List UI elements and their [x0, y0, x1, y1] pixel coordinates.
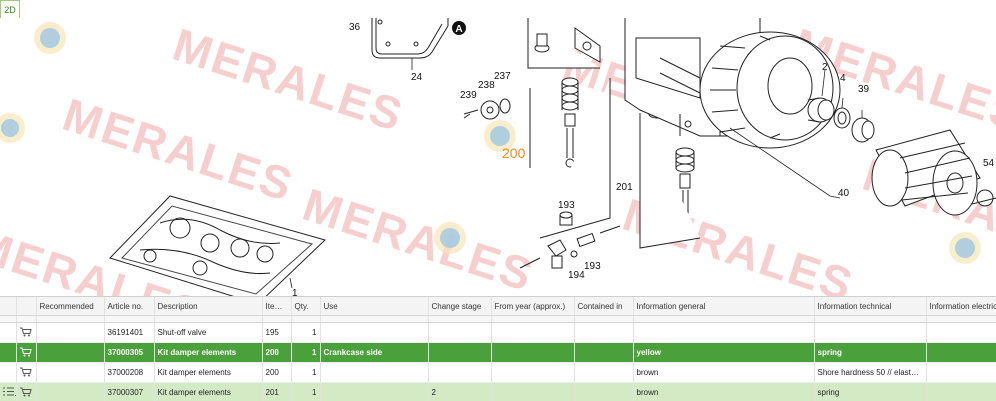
cell-use — [320, 323, 428, 343]
list-icon[interactable] — [3, 389, 14, 398]
col-header-from-year[interactable]: From year (approx.) — [491, 297, 574, 316]
col-header-qty[interactable]: Qty. — [291, 297, 320, 316]
cell-article: 37000208 — [104, 363, 154, 383]
cell-item: 195 — [262, 323, 291, 343]
filter-row — [0, 316, 996, 323]
col-header-description[interactable]: Description — [154, 297, 262, 316]
callout-200[interactable]: 200 — [502, 145, 526, 161]
exploded-drawing[interactable]: MERALES MERALES MERALES MERALES MERALES … — [0, 18, 996, 296]
callout-24: 24 — [411, 72, 423, 83]
cell-item: 201 — [262, 383, 291, 401]
sort-asc-icon: ▲ — [283, 304, 290, 311]
cart-icon[interactable] — [20, 327, 32, 336]
cell-description: Shut-off valve — [154, 323, 262, 343]
watermark-text: MERALES — [57, 88, 300, 211]
drawing-canvas: MERALES MERALES MERALES MERALES MERALES … — [0, 18, 996, 296]
col-header-info-general[interactable]: Information general — [633, 297, 814, 316]
col-header-cart — [16, 297, 36, 316]
cell-description: Kit damper elements — [154, 363, 262, 383]
col-header-icons — [0, 297, 16, 316]
cell-qty: 1 — [291, 323, 320, 343]
col-header-recommended[interactable]: Recommended — [36, 297, 104, 316]
callout-39: 39 — [858, 84, 870, 95]
cell-info-general: brown — [633, 363, 814, 383]
table-row-selected[interactable]: 37000305 Kit damper elements 200 1 Crank… — [0, 343, 996, 363]
callout-237: 237 — [494, 71, 511, 82]
cart-icon[interactable] — [20, 347, 32, 356]
cell-item: 200 — [262, 363, 291, 383]
cell-qty: 1 — [291, 383, 320, 401]
col-header-contained-in[interactable]: Contained in — [574, 297, 633, 316]
globe-icon — [0, 113, 25, 143]
globe-icon — [434, 222, 466, 254]
cell-info-general: brown — [633, 383, 814, 401]
globe-icon — [949, 232, 981, 264]
table-row-highlight[interactable]: 37000307 Kit damper elements 201 1 2 bro… — [0, 383, 996, 401]
cell-use — [320, 383, 428, 401]
cell-qty: 1 — [291, 363, 320, 383]
table-row[interactable]: 36191401 Shut-off valve 195 1 — [0, 323, 996, 343]
cell-info-technical: Shore hardness 50 // elastomer — [814, 363, 926, 383]
cell-info-technical: spring — [814, 383, 926, 401]
gasket-top — [372, 18, 448, 58]
col-header-change-stage[interactable]: Change stage — [428, 297, 491, 316]
cell-change-stage — [428, 343, 491, 363]
callout-40: 40 — [838, 188, 850, 199]
col-header-use[interactable]: Use — [320, 297, 428, 316]
cart-icon[interactable] — [20, 387, 32, 396]
callout-193-b: 193 — [584, 261, 601, 272]
cell-description: Kit damper elements — [154, 383, 262, 401]
cell-article: 36191401 — [104, 323, 154, 343]
callout-239: 239 — [460, 90, 477, 101]
callout-1: 1 — [292, 288, 298, 296]
cell-description: Kit damper elements — [154, 343, 262, 363]
bearing-parts — [808, 98, 874, 142]
globe-icon — [34, 22, 66, 54]
stator-winding — [700, 32, 840, 148]
cell-info-general — [633, 323, 814, 343]
callout-2: 2 — [822, 62, 828, 73]
sensor-parts-237-239 — [464, 99, 510, 119]
svg-text:A: A — [455, 24, 462, 35]
callout-193: 193 — [558, 200, 575, 211]
cell-article: 37000307 — [104, 383, 154, 401]
cell-article: 37000305 — [104, 343, 154, 363]
cell-change-stage: 2 — [428, 383, 491, 401]
col-header-article[interactable]: Article no. — [104, 297, 154, 316]
callout-201: 201 — [616, 182, 633, 193]
cell-info-technical: spring — [814, 343, 926, 363]
parts-table: Recommended Article no. Description Item… — [0, 296, 996, 401]
callout-36: 36 — [349, 22, 361, 33]
tab-2d[interactable]: 2D — [0, 0, 20, 18]
table-row[interactable]: 37000208 Kit damper elements 200 1 brown… — [0, 363, 996, 383]
cell-qty: 1 — [291, 343, 320, 363]
cell-change-stage — [428, 323, 491, 343]
cell-use — [320, 363, 428, 383]
watermark-text: MERALES — [167, 18, 410, 141]
table-header: Recommended Article no. Description Item… — [0, 297, 996, 316]
callout-194: 194 — [568, 270, 585, 281]
callout-4: 4 — [840, 73, 846, 84]
circle-a-icon: A — [452, 21, 466, 35]
cell-use: Crankcase side — [320, 343, 428, 363]
view-tab-bar: 2D — [0, 0, 996, 19]
callout-238: 238 — [478, 80, 495, 91]
cell-change-stage — [428, 363, 491, 383]
callout-54: 54 — [983, 158, 995, 169]
col-header-info-electric[interactable]: Information electric — [926, 297, 996, 316]
col-header-info-technical[interactable]: Information technical — [814, 297, 926, 316]
cart-icon[interactable] — [20, 367, 32, 376]
cell-item: 200 — [262, 343, 291, 363]
watermark-text: MERALES — [297, 178, 540, 296]
col-header-item[interactable]: Item ▲ — [262, 297, 291, 316]
watermark-text: MERALES — [0, 218, 210, 296]
cell-info-technical — [814, 323, 926, 343]
cell-info-general: yellow — [633, 343, 814, 363]
